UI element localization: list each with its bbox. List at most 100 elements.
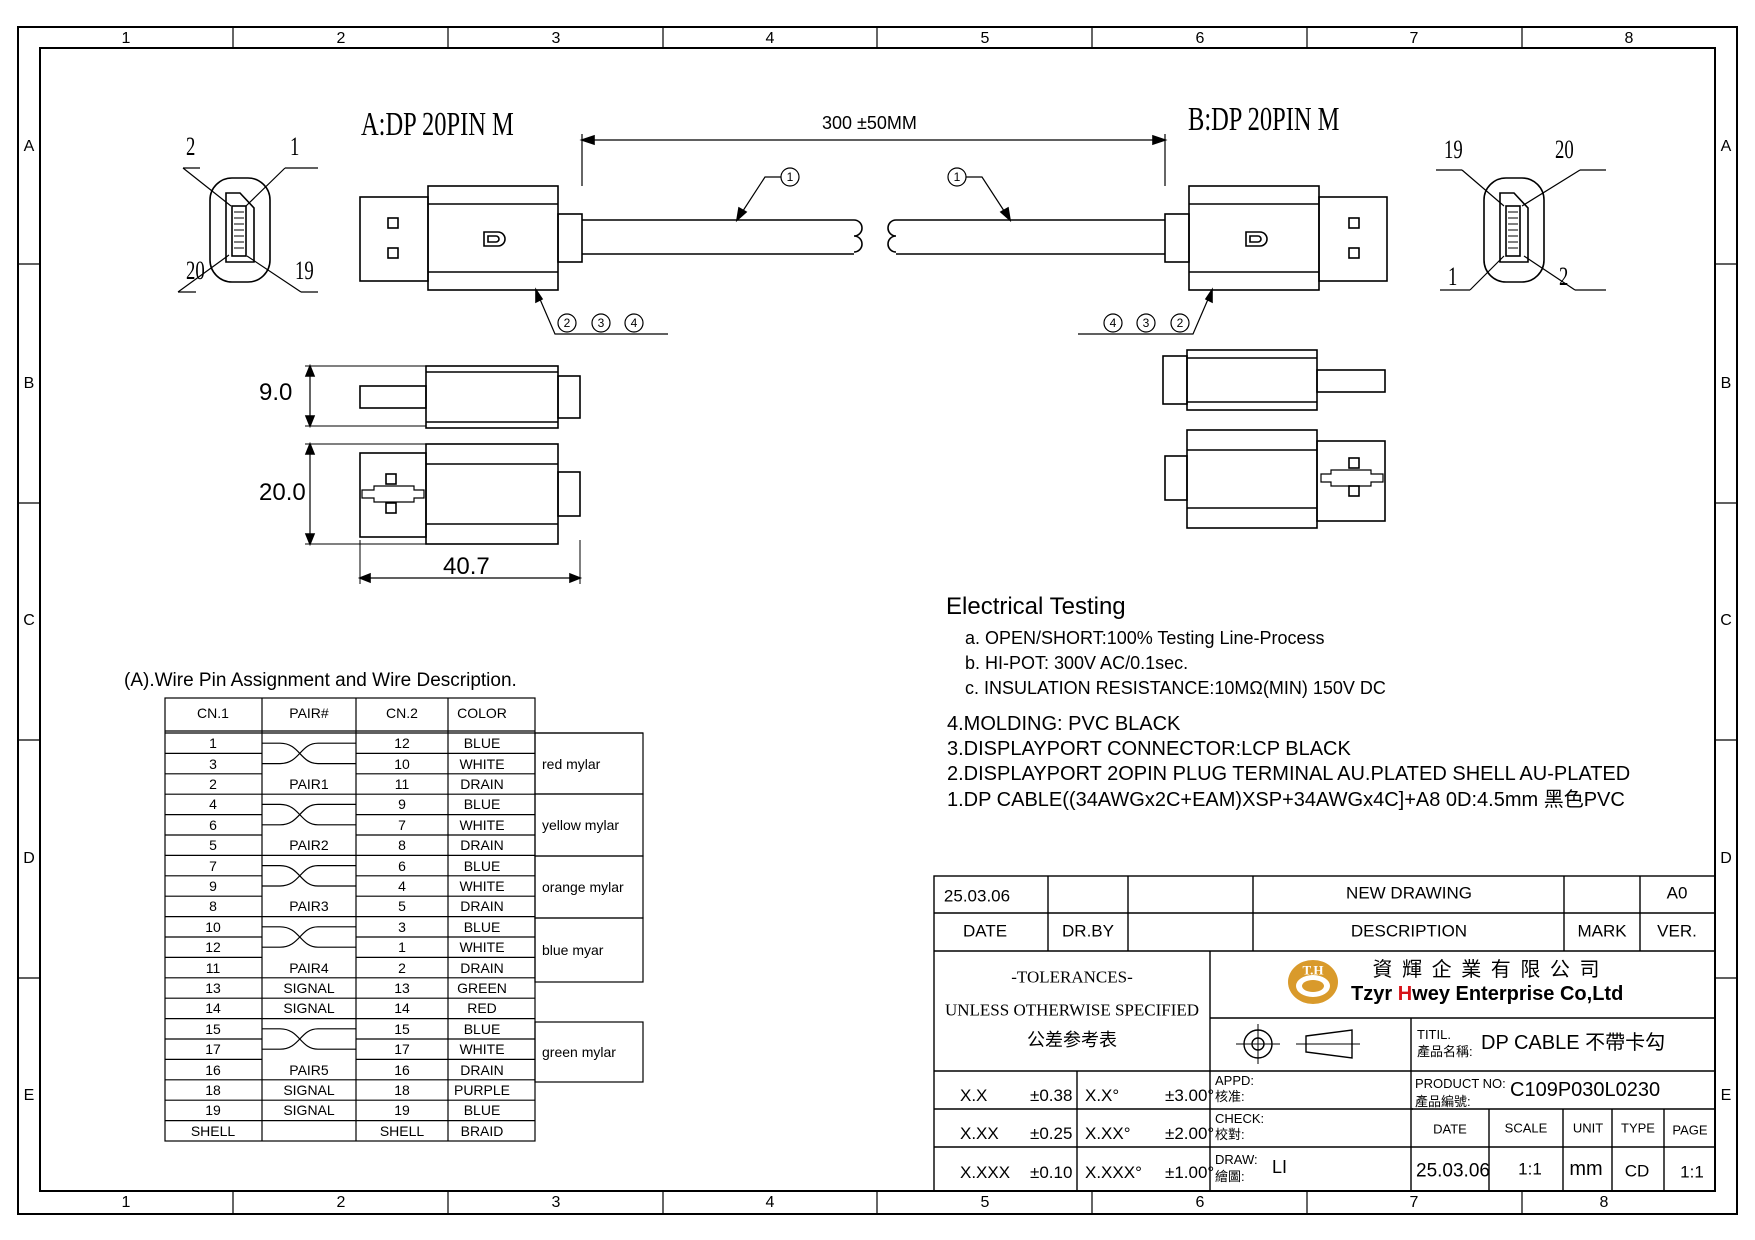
wire-table-cell: BLUE	[463, 735, 501, 752]
wire-table-cell: SHELL	[379, 1122, 425, 1139]
tolerance-value: X.XX	[960, 1124, 999, 1143]
wire-table-cell: BLUE	[463, 796, 501, 813]
electrical-item: b. HI-POT: 300V AC/0.1sec.	[965, 653, 1189, 673]
ruler-column-label: 8	[1599, 1194, 1609, 1211]
wire-table-cell: 4	[398, 878, 406, 894]
wire-table-grid	[164, 697, 644, 1142]
tolerance-value: X.X°	[1085, 1086, 1120, 1105]
connector-b-dimension-views	[1162, 349, 1386, 529]
wire-table-cell: BLUE	[463, 857, 501, 874]
drawing-frame	[17, 26, 1738, 1215]
tolerance-value: X.X	[960, 1086, 988, 1105]
callout-4: 4	[630, 316, 638, 330]
unit-header: UNIT	[1572, 1120, 1604, 1136]
ruler-row-label: E	[23, 1087, 35, 1104]
pin-label: 1	[290, 132, 300, 161]
tolerance-value: ±2.00°	[1165, 1124, 1215, 1143]
wire-table-cell: PAIR3	[289, 898, 329, 915]
wire-table-cell: PAIR2	[289, 837, 329, 854]
mylar-label: red mylar	[542, 756, 601, 772]
wire-table-cell: PAIR1	[289, 776, 329, 792]
wire-table-cell: WHITE	[459, 816, 505, 833]
drawing-date: 25.03.06	[1416, 1160, 1490, 1182]
ruler-row-label: B	[23, 375, 35, 392]
description-label: DESCRIPTION	[1350, 921, 1468, 941]
tolerance-value: ±0.38	[1030, 1086, 1073, 1105]
note-item: 3.DISPLAYPORT CONNECTOR:LCP BLACK	[947, 738, 1351, 760]
logo-text: T.H	[1302, 962, 1324, 978]
drawing-unit: mm	[1569, 1158, 1603, 1180]
title-block-grid	[933, 875, 1716, 1192]
wire-table-cell: 15	[205, 1020, 221, 1037]
drby-label: DR.BY	[1062, 921, 1114, 941]
ruler-row-label: E	[1720, 1087, 1732, 1104]
wire-table-cell: 3	[398, 918, 406, 935]
callout-3: 3	[1142, 316, 1150, 330]
mylar-label: blue myar	[542, 942, 604, 958]
titil-label: TITIL.	[1417, 1027, 1451, 1042]
ruler-column-label: 6	[1195, 1194, 1205, 1211]
wire-table-cell: 11	[394, 776, 410, 792]
wire-table-cell: 14	[394, 1000, 410, 1017]
note-item: 1.DP CABLE((34AWGx2C+EAM)XSP+34AWGx4C]+A…	[947, 789, 1625, 811]
wire-table-header: CN.1	[197, 705, 229, 721]
drawing-scale: 1:1	[1518, 1159, 1542, 1179]
ruler-row-label: B	[1720, 375, 1732, 392]
wire-table-cell: SIGNAL	[283, 1000, 335, 1017]
pin-label: 20	[1555, 135, 1574, 164]
ruler-column-label: 3	[551, 30, 561, 47]
tolerance-value: ±3.00°	[1165, 1086, 1215, 1105]
wire-table-cell: 16	[394, 1061, 410, 1078]
wire-table-cell: DRAIN	[460, 837, 504, 854]
wire-table-cell: 14	[205, 1000, 221, 1017]
ruler-row-label: C	[1720, 612, 1732, 629]
cable-assembly-view	[359, 134, 1388, 335]
connector-b-end-view	[1436, 169, 1606, 291]
wire-table-cell: 9	[209, 878, 217, 894]
ruler-column-label: 6	[1195, 30, 1205, 47]
ruler-column-label: 7	[1409, 1194, 1419, 1211]
draw-label: DRAW:	[1215, 1152, 1258, 1167]
pin-label: 19	[295, 256, 314, 285]
ruler-column-label: 8	[1624, 30, 1634, 47]
wire-table-cell: WHITE	[459, 755, 505, 772]
callout-2: 2	[1176, 316, 1184, 330]
revision-description: NEW DRAWING	[1346, 883, 1472, 903]
wire-table-cell: GREEN	[457, 980, 507, 996]
wire-table-cell: BLUE	[463, 918, 501, 935]
wire-table-cell: 2	[398, 959, 406, 976]
titil-cn-label: 產品名稱:	[1417, 1044, 1473, 1059]
mylar-label: yellow mylar	[542, 817, 620, 833]
draw-cn-label: 繪圖:	[1215, 1169, 1245, 1184]
product-number: C109P030L0230	[1510, 1079, 1661, 1101]
ruler-row-label: C	[23, 612, 35, 629]
wire-table-cell: 19	[205, 1102, 221, 1119]
connector-a-dimension-views	[304, 363, 583, 584]
wire-table-cell: 9	[398, 796, 406, 813]
drawing-type: CD	[1624, 1161, 1650, 1181]
wire-table-cell: 17	[205, 1041, 221, 1058]
width-dimension: 20.0	[259, 479, 306, 506]
wire-table-cell: 13	[205, 980, 221, 996]
wire-table-cell: SIGNAL	[283, 1082, 335, 1098]
wire-table-cell: 7	[209, 857, 217, 874]
wire-table-cell: WHITE	[459, 1041, 505, 1058]
twisted-pair-symbol	[262, 1028, 356, 1050]
wire-table-cell: 8	[398, 837, 406, 854]
wire-table-cell: 11	[205, 959, 221, 976]
wire-table-cell: SIGNAL	[283, 1102, 335, 1119]
tolerance-value: X.XX°	[1085, 1124, 1131, 1143]
twisted-pair-symbol	[262, 926, 356, 948]
appd-label: APPD:	[1215, 1073, 1255, 1088]
length-dimension: 40.7	[443, 553, 490, 580]
wire-table-cell: 1	[209, 735, 217, 752]
scale-header: SCALE	[1504, 1120, 1548, 1136]
ruler-row-label: A	[1720, 138, 1732, 155]
drawing-page: 1:1	[1680, 1162, 1704, 1182]
tolerance-value: ±0.25	[1030, 1124, 1073, 1143]
ruler-column-label: 1	[121, 30, 131, 47]
appd-cn-label: 核准:	[1215, 1089, 1245, 1104]
wire-table-cell: 7	[398, 816, 406, 833]
callout-1: 1	[953, 170, 961, 184]
